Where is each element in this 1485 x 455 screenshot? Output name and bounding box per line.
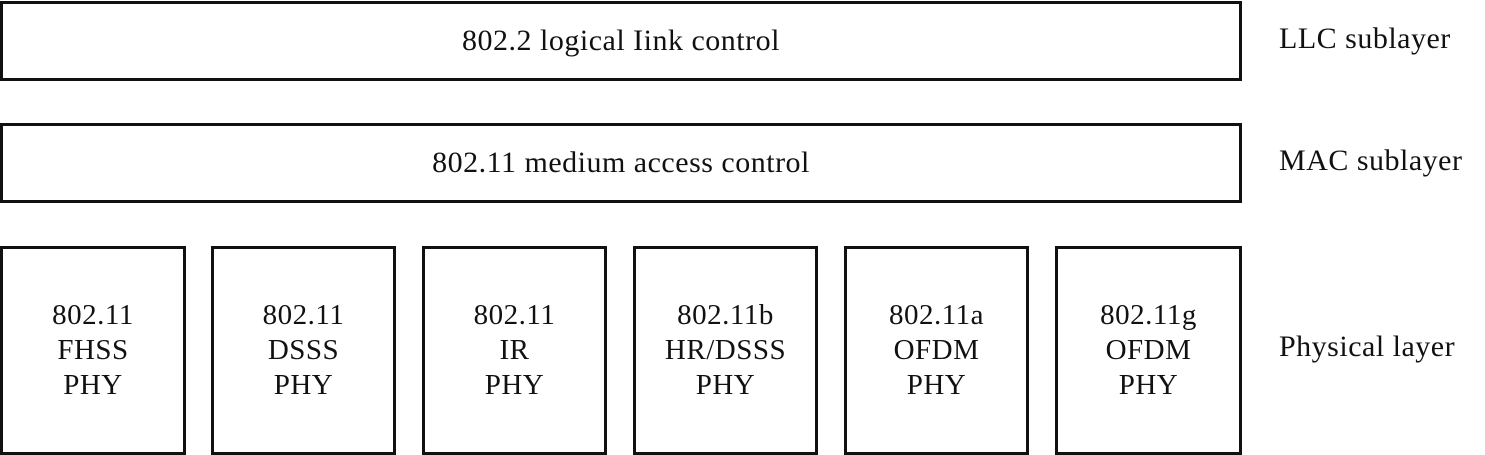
phy-line: PHY [1118,369,1179,401]
mac-box-label: 802.11 medium access control [432,146,810,179]
phy-line: 802.11 [262,299,345,331]
phy-box-ofdm-g: 802.11g OFDM PHY [1055,246,1242,455]
phy-box-hr-dsss: 802.11b HR/DSSS PHY [633,246,818,455]
phy-line: 802.11 [473,299,556,331]
phy-line: OFDM [1105,334,1192,366]
phy-line: 802.11g [1100,299,1197,331]
phy-line: PHY [484,369,545,401]
phy-line: 802.11b [677,299,774,331]
phy-line: FHSS [57,334,129,366]
phy-line: HR/DSSS [664,334,787,366]
phy-line: OFDM [893,334,980,366]
llc-box: 802.2 logical Iink control [0,1,1242,81]
phy-line: IR [499,334,530,366]
phy-box-ofdm-a: 802.11a OFDM PHY [844,246,1029,455]
llc-box-label: 802.2 logical Iink control [462,24,780,57]
phy-line: 802.11a [888,299,985,331]
phy-line: PHY [906,369,967,401]
phy-box-fhss: 802.11 FHSS PHY [0,246,186,455]
phy-box-ir: 802.11 IR PHY [422,246,607,455]
phy-box-dsss: 802.11 DSSS PHY [211,246,396,455]
phy-line: PHY [273,369,334,401]
phy-line: PHY [63,369,123,401]
mac-box: 802.11 medium access control [0,123,1242,203]
phy-line: PHY [695,369,756,401]
phy-line: DSSS [267,334,340,366]
physical-layer-label: Physical layer [1279,330,1456,363]
llc-sublayer-label: LLC sublayer [1279,22,1451,55]
phy-line: 802.11 [52,299,134,331]
mac-sublayer-label: MAC sublayer [1279,144,1463,177]
